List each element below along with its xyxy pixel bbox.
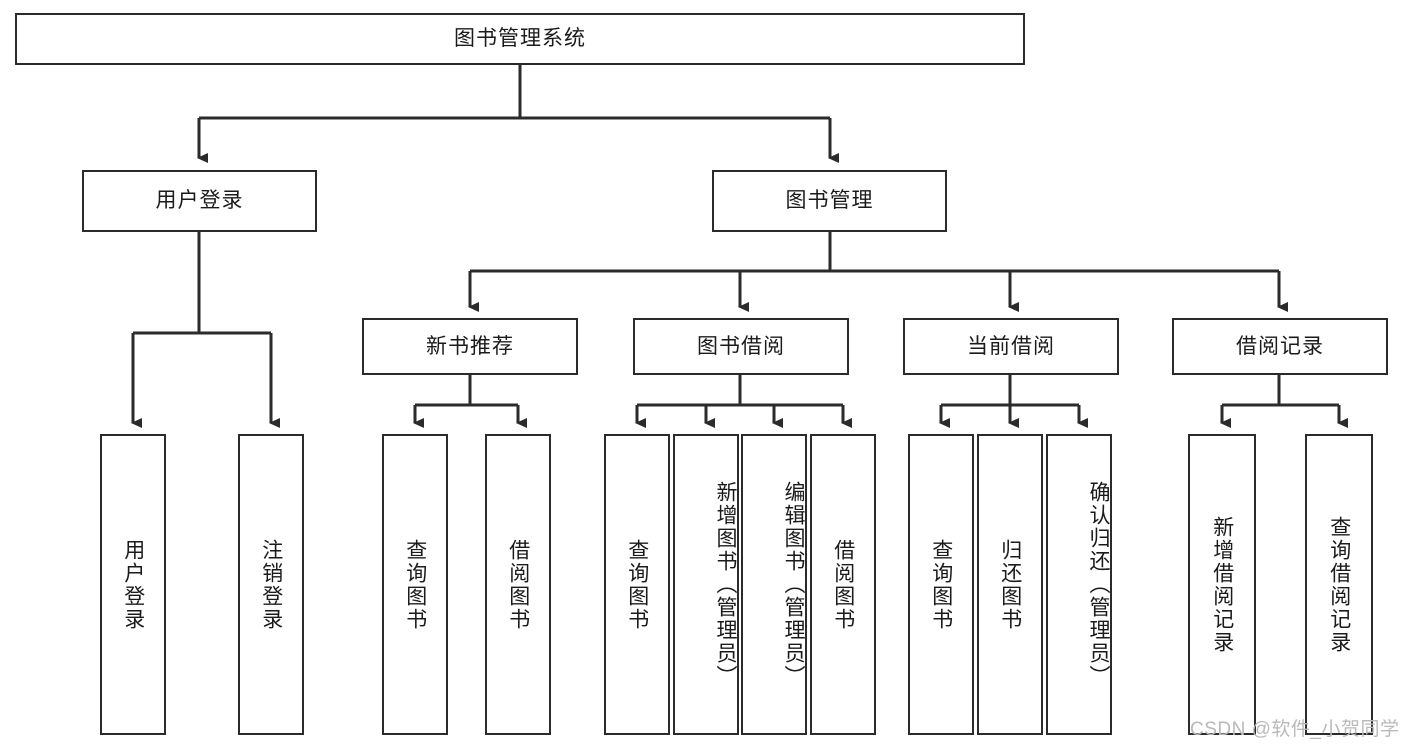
node-user-login[interactable]: 用户登录	[82, 170, 317, 232]
leaf-borrow-record-query[interactable]: 查询借阅记录	[1305, 434, 1373, 735]
leaf-book-borrow-add[interactable]: 新增图书（管理员）	[673, 434, 739, 735]
node-book-borrow[interactable]: 图书借阅	[633, 318, 849, 375]
leaf-new-book-borrow[interactable]: 借阅图书	[485, 434, 551, 735]
leaf-new-book-query[interactable]: 查询图书	[382, 434, 448, 735]
node-book-management[interactable]: 图书管理	[712, 170, 947, 232]
leaf-user-login-logout[interactable]: 注销登录	[238, 434, 304, 735]
leaf-borrow-record-add[interactable]: 新增借阅记录	[1188, 434, 1256, 735]
leaf-book-borrow-borrow[interactable]: 借阅图书	[810, 434, 876, 735]
node-current-borrow[interactable]: 当前借阅	[903, 318, 1119, 375]
leaf-book-borrow-query[interactable]: 查询图书	[604, 434, 670, 735]
leaf-current-borrow-confirm-return[interactable]: 确认归还（管理员）	[1046, 434, 1112, 735]
node-borrow-record[interactable]: 借阅记录	[1172, 318, 1388, 375]
leaf-current-borrow-return[interactable]: 归还图书	[977, 434, 1043, 735]
leaf-book-borrow-edit[interactable]: 编辑图书（管理员）	[741, 434, 807, 735]
node-new-book-recommend[interactable]: 新书推荐	[362, 318, 578, 375]
leaf-user-login-login[interactable]: 用户登录	[100, 434, 166, 735]
csdn-watermark: CSDN @软件_小贺同学	[1190, 719, 1400, 740]
leaf-current-borrow-query[interactable]: 查询图书	[908, 434, 974, 735]
node-root-system[interactable]: 图书管理系统	[15, 13, 1025, 65]
